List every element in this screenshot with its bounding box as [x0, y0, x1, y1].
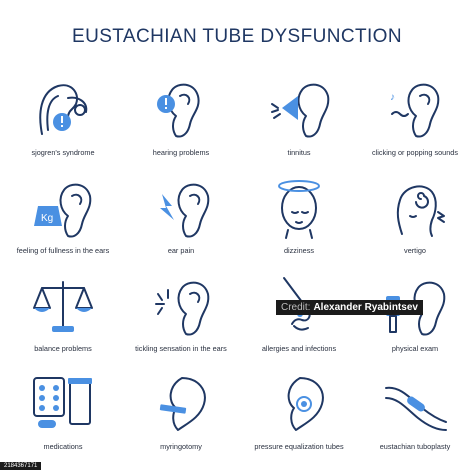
item-label: ear pain [167, 246, 195, 255]
ear-weight-icon: Kg [34, 183, 92, 238]
item-label: myringotomy [160, 442, 202, 451]
ear-incision-icon [159, 377, 206, 431]
item-tuboplasty: eustachian tuboplasty [356, 362, 474, 458]
item-pe-tubes: pressure equalization tubes [240, 362, 358, 458]
item-clicking-popping: ♪ clicking or popping sounds [356, 68, 474, 164]
item-label: vertigo [404, 246, 426, 255]
ear-clicking-icon: ♪ [390, 83, 440, 138]
ear-pain-icon [160, 183, 210, 238]
page-title: EUSTACHIAN TUBE DYSFUNCTION [72, 26, 402, 47]
credit-prefix: Credit: [281, 302, 311, 313]
svg-text:♪: ♪ [390, 92, 395, 103]
vertigo-head-icon [396, 185, 445, 237]
balloon-catheter-icon [385, 386, 447, 431]
item-label: physical exam [391, 344, 439, 353]
item-ear-pain: ear pain [122, 166, 240, 262]
item-label: feeling of fullness in the ears [16, 246, 110, 255]
credit-name: Alexander Ryabintsev [313, 302, 418, 313]
credit-watermark: Credit:Alexander Ryabintsev [276, 300, 423, 315]
stock-id-badge: 2184367171 [0, 462, 42, 470]
item-label: allergies and infections [261, 344, 337, 353]
item-fullness: Kg feeling of fullness in the ears [4, 166, 122, 262]
ear-tickle-icon [155, 281, 210, 336]
item-tickling: tickling sensation in the ears [122, 264, 240, 360]
item-myringotomy: myringotomy [122, 362, 240, 458]
item-vertigo: vertigo [356, 166, 474, 262]
item-label: medications [43, 442, 83, 451]
item-label: tinnitus [287, 148, 311, 157]
item-label: hearing problems [152, 148, 210, 157]
item-dizziness: dizziness [240, 166, 358, 262]
item-balance: balance problems [4, 264, 122, 360]
ear-tube-icon [287, 377, 324, 431]
item-label: sjogren's syndrome [31, 148, 95, 157]
ear-anatomy-icon [39, 84, 88, 135]
scales-icon [33, 281, 93, 332]
item-label: pressure equalization tubes [254, 442, 344, 451]
item-label: dizziness [283, 246, 314, 255]
item-label: clicking or popping sounds [372, 148, 458, 157]
ear-sound-icon [271, 83, 330, 138]
icon-grid: sjogren's syndrome hearing problems tinn… [0, 68, 474, 458]
weight-label: Kg [41, 213, 53, 224]
item-sjogrens-syndrome: sjogren's syndrome [4, 68, 122, 164]
ear-alert-icon [157, 83, 200, 138]
pills-icon [33, 377, 92, 428]
item-tinnitus: tinnitus [240, 68, 358, 164]
item-hearing-problems: hearing problems [122, 68, 240, 164]
dizzy-head-icon [278, 180, 320, 239]
item-label: tickling sensation in the ears [135, 344, 227, 353]
item-medications: medications [4, 362, 122, 458]
item-label: eustachian tuboplasty [379, 442, 451, 451]
item-label: balance problems [34, 344, 92, 353]
